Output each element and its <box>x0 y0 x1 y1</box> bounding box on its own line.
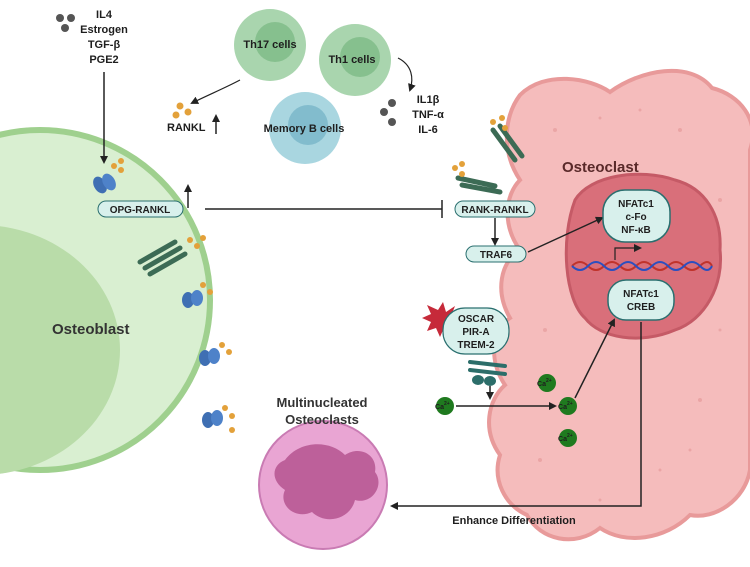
tf-bottom-box <box>607 279 675 321</box>
traf6-to-nf-arrow <box>527 216 604 253</box>
traf6-label: TRAF6 <box>480 250 513 261</box>
svg-text:Ca: Ca <box>558 436 567 443</box>
enhance-arrow <box>390 322 642 510</box>
th1-cell <box>319 24 391 96</box>
th1-to-cytokines-arrow <box>397 57 416 92</box>
rank-receptor-icon <box>452 115 525 195</box>
svg-text:Ca: Ca <box>537 381 546 388</box>
tf-top-cfo: c-Fo <box>625 212 646 223</box>
multinucleated-label-line2: Osteoclasts <box>285 412 359 427</box>
receptor-trem2: TREM-2 <box>457 340 495 351</box>
svg-text:Ca: Ca <box>558 404 567 411</box>
opg-receptor-icon-2 <box>182 282 213 308</box>
opg-receptor-icon <box>93 158 124 194</box>
enhance-label: Enhance Differentiation <box>452 515 576 527</box>
left-factor-dots-icon <box>56 14 75 32</box>
opg-receptor-icon-3 <box>199 342 232 366</box>
receptors-box <box>442 307 510 355</box>
osteoclast-speckles <box>538 108 722 502</box>
right-factors: IL1β TNF-α IL-6 <box>412 94 444 136</box>
calcium-ion-4: Ca 2+ <box>558 429 577 447</box>
factor-il6: IL-6 <box>418 124 438 136</box>
calcium-ion-2: Ca 2+ <box>537 374 556 392</box>
memory-b-label: Memory B cells <box>264 123 345 135</box>
osteoblast-nucleus <box>0 226 120 474</box>
svg-text:2+: 2+ <box>546 378 552 384</box>
multinucleated-label-line1: Multinucleated <box>276 395 367 410</box>
left-factors: IL4 Estrogen TGF-β PGE2 <box>80 9 128 66</box>
factor-tgfb: TGF-β <box>88 39 121 51</box>
calcium-to-creb-arrow <box>574 318 615 399</box>
rank-rankl-box <box>454 200 536 218</box>
tf-top-nfatc1: NFATc1 <box>618 199 654 210</box>
th17-cell <box>234 9 306 81</box>
multinucleated-nuclei <box>274 444 379 520</box>
factor-estrogen: Estrogen <box>80 24 128 36</box>
calcium-ion-3: Ca 2+ <box>558 397 577 415</box>
tf-bottom-nfatc1: NFATc1 <box>623 289 659 300</box>
opg-rankl-box <box>97 200 184 218</box>
svg-text:2+: 2+ <box>444 401 450 407</box>
rank-rankl-label: RANK-RANKL <box>461 205 528 216</box>
factor-il4: IL4 <box>96 9 113 21</box>
dna-to-tf-arrow <box>614 244 642 260</box>
traf6-box <box>465 245 527 263</box>
th1-label: Th1 cells <box>328 54 375 66</box>
th17-to-rankl-arrow <box>190 79 241 104</box>
tf-bottom-creb: CREB <box>627 302 655 313</box>
th17-label: Th17 cells <box>243 39 296 51</box>
factor-pge2: PGE2 <box>89 54 118 66</box>
right-factor-dots-icon <box>380 99 396 126</box>
svg-text:2+: 2+ <box>567 401 573 407</box>
itam-receptor-icon <box>468 360 507 386</box>
opg-receptor-icon-4 <box>202 405 235 433</box>
svg-text:Ca: Ca <box>435 404 444 411</box>
svg-text:2+: 2+ <box>567 433 573 439</box>
dna-helix-icon <box>571 261 713 271</box>
osteoblast-label: Osteoblast <box>52 321 130 338</box>
rankl-label: RANKL <box>167 122 206 134</box>
osteoclast-label: Osteoclast <box>562 159 639 176</box>
tf-top-box <box>602 189 671 243</box>
factor-tnfa: TNF-α <box>412 109 444 121</box>
factor-il1b: IL1β <box>417 94 440 106</box>
tf-top-nfkb: NF-κB <box>621 225 650 236</box>
receptor-pira: PIR-A <box>462 327 489 338</box>
rankl-membrane-icon <box>137 235 206 277</box>
rankl-dots-icon <box>172 102 192 119</box>
memory-b-cell <box>269 92 341 164</box>
calcium-ion-1: Ca 2+ <box>435 397 454 415</box>
receptor-oscar: OSCAR <box>458 314 495 325</box>
opg-rankl-label: OPG-RANKL <box>110 205 171 216</box>
